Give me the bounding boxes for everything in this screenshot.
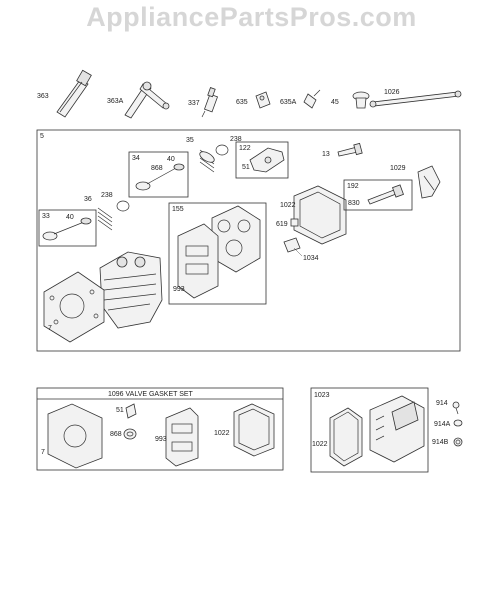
box-1023-valve-cover: [310, 387, 429, 473]
part-1029-rocker: [417, 165, 441, 199]
label-1022c: 1022: [312, 441, 328, 448]
label-51b: 51: [116, 407, 124, 414]
label-1034: 1034: [303, 255, 319, 262]
part-1026-push-rod: [369, 90, 462, 108]
label-33: 33: [42, 213, 50, 220]
label-619: 619: [276, 221, 288, 228]
part-1023-valve-cover: [369, 395, 425, 463]
part-914b-grommet: [453, 437, 463, 447]
part-51-set: [125, 403, 137, 419]
part-1022-rocker-cover-gasket: [293, 185, 347, 245]
box-122-rocker-arm: [235, 141, 289, 179]
part-914-screw: [452, 401, 460, 415]
part-1034-spring: [283, 237, 303, 257]
part-45-clip: [352, 91, 370, 109]
part-993-intake-gasket: [177, 223, 219, 299]
box-33-intake-valve: [38, 209, 97, 247]
part-337-spark-plug: [201, 87, 219, 118]
label-993a: 993: [173, 286, 185, 293]
box-5-cylinder-head: [36, 129, 461, 352]
box-192-rocker-stud: [343, 179, 413, 211]
label-192: 192: [347, 183, 359, 190]
label-914b: 914B: [432, 439, 449, 446]
label-51a: 51: [242, 164, 250, 171]
label-1022a: 1022: [280, 202, 296, 209]
part-1022-set: [233, 403, 275, 457]
label-40a: 40: [167, 156, 175, 163]
label-5: 5: [40, 133, 44, 140]
part-635a-connector: [303, 89, 321, 109]
part-13-bolt: [337, 142, 363, 157]
label-40b: 40: [66, 214, 74, 221]
label-122: 122: [239, 145, 251, 152]
label-36: 36: [84, 196, 92, 203]
label-914: 914: [436, 400, 448, 407]
part-cylinder-head: [99, 251, 163, 329]
label-13: 13: [322, 151, 330, 158]
part-35-valve-spring: [199, 149, 215, 173]
label-635: 635: [236, 99, 248, 106]
label-1029: 1029: [390, 165, 406, 172]
part-993-set: [165, 407, 199, 467]
part-34-exhaust-valve: [135, 163, 185, 191]
label-35: 35: [186, 137, 194, 144]
part-363-breather-tube: [56, 69, 92, 118]
label-914a: 914A: [434, 421, 451, 428]
label-7b: 7: [41, 449, 45, 456]
label-155: 155: [172, 206, 184, 213]
label-830: 830: [348, 200, 360, 207]
part-33-intake-valve: [42, 217, 92, 241]
part-868-set: [123, 428, 137, 440]
part-914a-washer: [453, 419, 463, 427]
part-51-rocker-arm: [249, 147, 285, 173]
label-363a: 363A: [107, 98, 124, 105]
box-34-exhaust-valve: [128, 151, 189, 198]
label-45: 45: [331, 99, 339, 106]
label-238b: 238: [101, 192, 113, 199]
label-1023: 1023: [314, 392, 330, 399]
label-337: 337: [188, 100, 200, 107]
part-238-valve-seal: [215, 144, 229, 156]
label-635a: 635A: [280, 99, 297, 106]
label-1022b: 1022: [214, 430, 230, 437]
part-36-valve-spring: [97, 207, 113, 231]
part-1022-cover-gasket: [329, 407, 363, 467]
box-155-gaskets: [168, 202, 267, 305]
label-363: 363: [37, 93, 49, 100]
label-238a: 238: [230, 136, 242, 143]
part-238-valve-seal-lower: [116, 200, 130, 212]
label-7a: 7: [48, 325, 52, 332]
label-34: 34: [132, 155, 140, 162]
part-619-fastener: [290, 218, 299, 227]
part-7-head-gasket: [43, 271, 105, 343]
gasket-set-title: 1096 VALVE GASKET SET: [108, 391, 194, 398]
part-7-head-gasket-set: [47, 403, 103, 469]
part-363a-tube-assembly: [124, 81, 170, 119]
label-868a: 868: [151, 165, 163, 172]
part-830-stud: [367, 184, 404, 205]
site-watermark: AppliancePartsPros.com: [86, 2, 417, 32]
box-1096-valve-gasket-set: [36, 387, 284, 471]
part-635-boot: [255, 91, 271, 109]
part-155-valve-cover-gasket: [211, 205, 261, 273]
label-1026: 1026: [384, 89, 400, 96]
label-993b: 993: [155, 436, 167, 443]
label-868b: 868: [110, 431, 122, 438]
